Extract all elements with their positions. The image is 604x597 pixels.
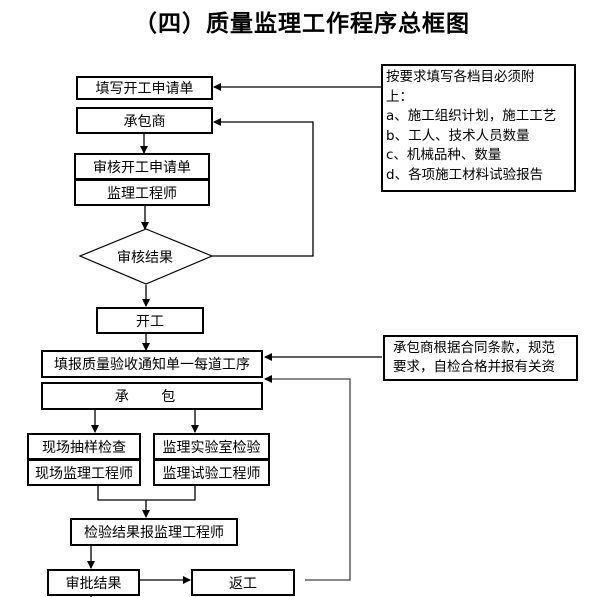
test-engineer-label: 监理试验工程师 (162, 465, 261, 482)
contract-pkg-box: 承 包 (41, 382, 263, 410)
start-work-box: 开工 (96, 307, 204, 334)
requirements-line: c、机械品种、数量 (386, 147, 502, 163)
review-result-label: 审核结果 (117, 250, 173, 266)
self-check-line: 承包商根据合同条款，规范 (393, 340, 555, 356)
quality-notice-label: 填报质量验收通知单一每道工序 (54, 357, 250, 373)
contract-pkg-label: 承 包 (114, 389, 190, 405)
supervising-engineer-box: 监理工程师 (74, 179, 210, 206)
site-sampling-label: 现场抽样检查 (42, 439, 126, 456)
supervising-engineer-label: 监理工程师 (107, 185, 177, 202)
requirements-line: 按要求填写各档目必须附 (386, 69, 535, 85)
review-application-label: 审核开工申请单 (93, 159, 191, 176)
approval-result-box: 审批结果 (47, 569, 140, 596)
fill-application-box: 填写开工申请单 (76, 76, 213, 100)
quality-notice-box: 填报质量验收通知单一每道工序 (41, 350, 263, 378)
test-engineer-box: 监理试验工程师 (153, 459, 270, 486)
rework-box: 返工 (191, 569, 295, 596)
site-engineer-box: 现场监理工程师 (27, 459, 141, 486)
contractor-box: 承包商 (76, 107, 213, 134)
report-results-box: 检验结果报监理工程师 (70, 518, 238, 546)
contractor-label: 承包商 (123, 113, 166, 130)
self-check-note: 承包商根据合同条款，规范 要求，自检合格并报有关资 (383, 335, 578, 381)
self-check-line: 要求，自检合格并报有关资 (393, 359, 555, 375)
rework-label: 返工 (229, 575, 257, 592)
lab-testing-label: 监理实验室检验 (162, 439, 261, 456)
requirements-line: b、工人、技术人员数量 (386, 127, 530, 144)
site-engineer-label: 现场监理工程师 (35, 465, 133, 482)
arrow-diamond-loop-to-contractor (212, 118, 314, 257)
review-application-box: 审核开工申请单 (74, 153, 210, 180)
page-title: （四）质量监理工作程序总框图 (134, 10, 470, 37)
start-work-label: 开工 (136, 313, 164, 330)
review-result-diamond (78, 228, 214, 285)
report-results-label: 检验结果报监理工程师 (84, 525, 224, 541)
site-sampling-box: 现场抽样检查 (27, 433, 141, 460)
arrow-rework-loop-to-notice (264, 375, 351, 581)
requirements-line: 上： (386, 88, 413, 105)
requirements-line: a、施工组织计划，施工工艺 (386, 108, 557, 124)
lab-testing-box: 监理实验室检验 (153, 433, 270, 460)
fill-application-label: 填写开工申请单 (95, 81, 194, 97)
approval-result-label: 审批结果 (65, 575, 122, 592)
requirements-line: d、各项施工材料试验报告 (386, 166, 544, 183)
requirements-note: 按要求填写各档目必须附 上： a、施工组织计划，施工工艺 b、工人、技术人员数量… (381, 64, 576, 192)
merge-line (97, 486, 196, 501)
